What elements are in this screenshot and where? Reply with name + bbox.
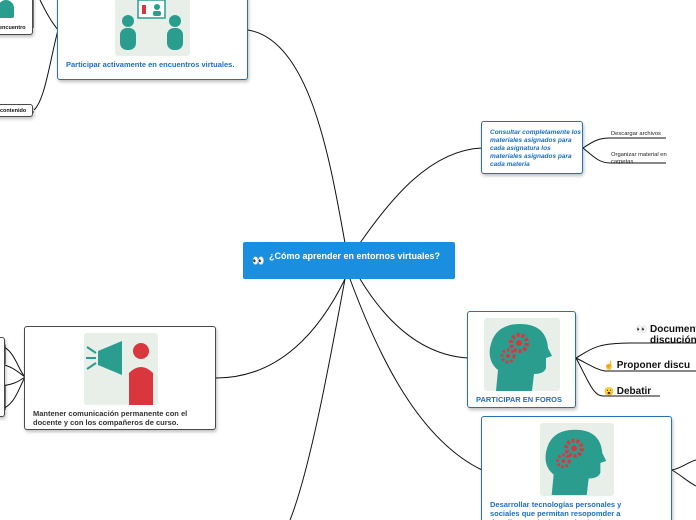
partial-node-left-group[interactable] — [0, 337, 5, 417]
partial-node-top-left[interactable]: encuentro — [0, 0, 33, 35]
encuentros-label: Participar activamente en encuentros vir… — [66, 60, 235, 69]
person-icon — [0, 0, 14, 18]
contenido-label: contenido — [0, 108, 27, 114]
partial-node-contenido[interactable]: contenido — [0, 104, 33, 117]
meeting-presentation-icon — [115, 0, 190, 56]
link-comunicacion — [215, 278, 346, 379]
encuentro-label: encuentro — [0, 25, 26, 31]
foros-label: PARTICIPAR EN FOROS — [476, 395, 562, 404]
head-gears-icon — [484, 318, 560, 391]
tecnologias-label: Desarrollar tecnologías personales y soc… — [490, 500, 622, 520]
leaf-debatir[interactable]: 😮 Debatir — [604, 386, 651, 397]
proponer-label: Proponer discu — [616, 360, 691, 371]
pointing-hand-icon: ☝️ — [604, 361, 614, 370]
node-foros[interactable]: PARTICIPAR EN FOROS — [467, 311, 576, 408]
debatir-label: Debatir — [616, 386, 652, 397]
documentar-label: Documentar discución — [650, 324, 696, 346]
leaf-organizar[interactable]: Organizar material en carpetas — [611, 152, 667, 165]
node-encuentros[interactable]: Participar activamente en encuentros vir… — [57, 0, 248, 80]
eyes-icon: 👀 — [636, 324, 648, 334]
face-icon: 😮 — [604, 387, 614, 396]
node-consultar[interactable]: Consultar completamente los materiales a… — [481, 121, 583, 174]
link-encuentros — [247, 29, 346, 244]
consultar-label: Consultar completamente los materiales a… — [490, 129, 582, 168]
link-foros — [359, 278, 469, 359]
comunicacion-label: Mantener comunicación permanente con el … — [33, 409, 188, 427]
central-topic[interactable]: 👀 ¿Cómo aprender en entornos virtuales? — [243, 242, 455, 279]
link-bottom — [289, 278, 346, 520]
leaf-proponer[interactable]: ☝️ Proponer discu — [604, 360, 690, 371]
node-comunicacion[interactable]: Mantener comunicación permanente con el … — [24, 326, 216, 430]
leaf-documentar[interactable]: 👀 Documentar discución — [636, 324, 696, 346]
link-tecnologias — [349, 278, 483, 471]
leaf-descargar[interactable]: Descargar archivos — [611, 131, 661, 137]
central-title: ¿Cómo aprender en entornos virtuales? — [269, 251, 441, 261]
eyes-icon: 👀 — [252, 256, 265, 267]
link-consultar — [359, 147, 483, 244]
head-gears-icon — [540, 423, 614, 496]
megaphone-person-icon — [84, 333, 158, 405]
node-tecnologias[interactable]: Desarrollar tecnologías personales y soc… — [481, 416, 672, 520]
